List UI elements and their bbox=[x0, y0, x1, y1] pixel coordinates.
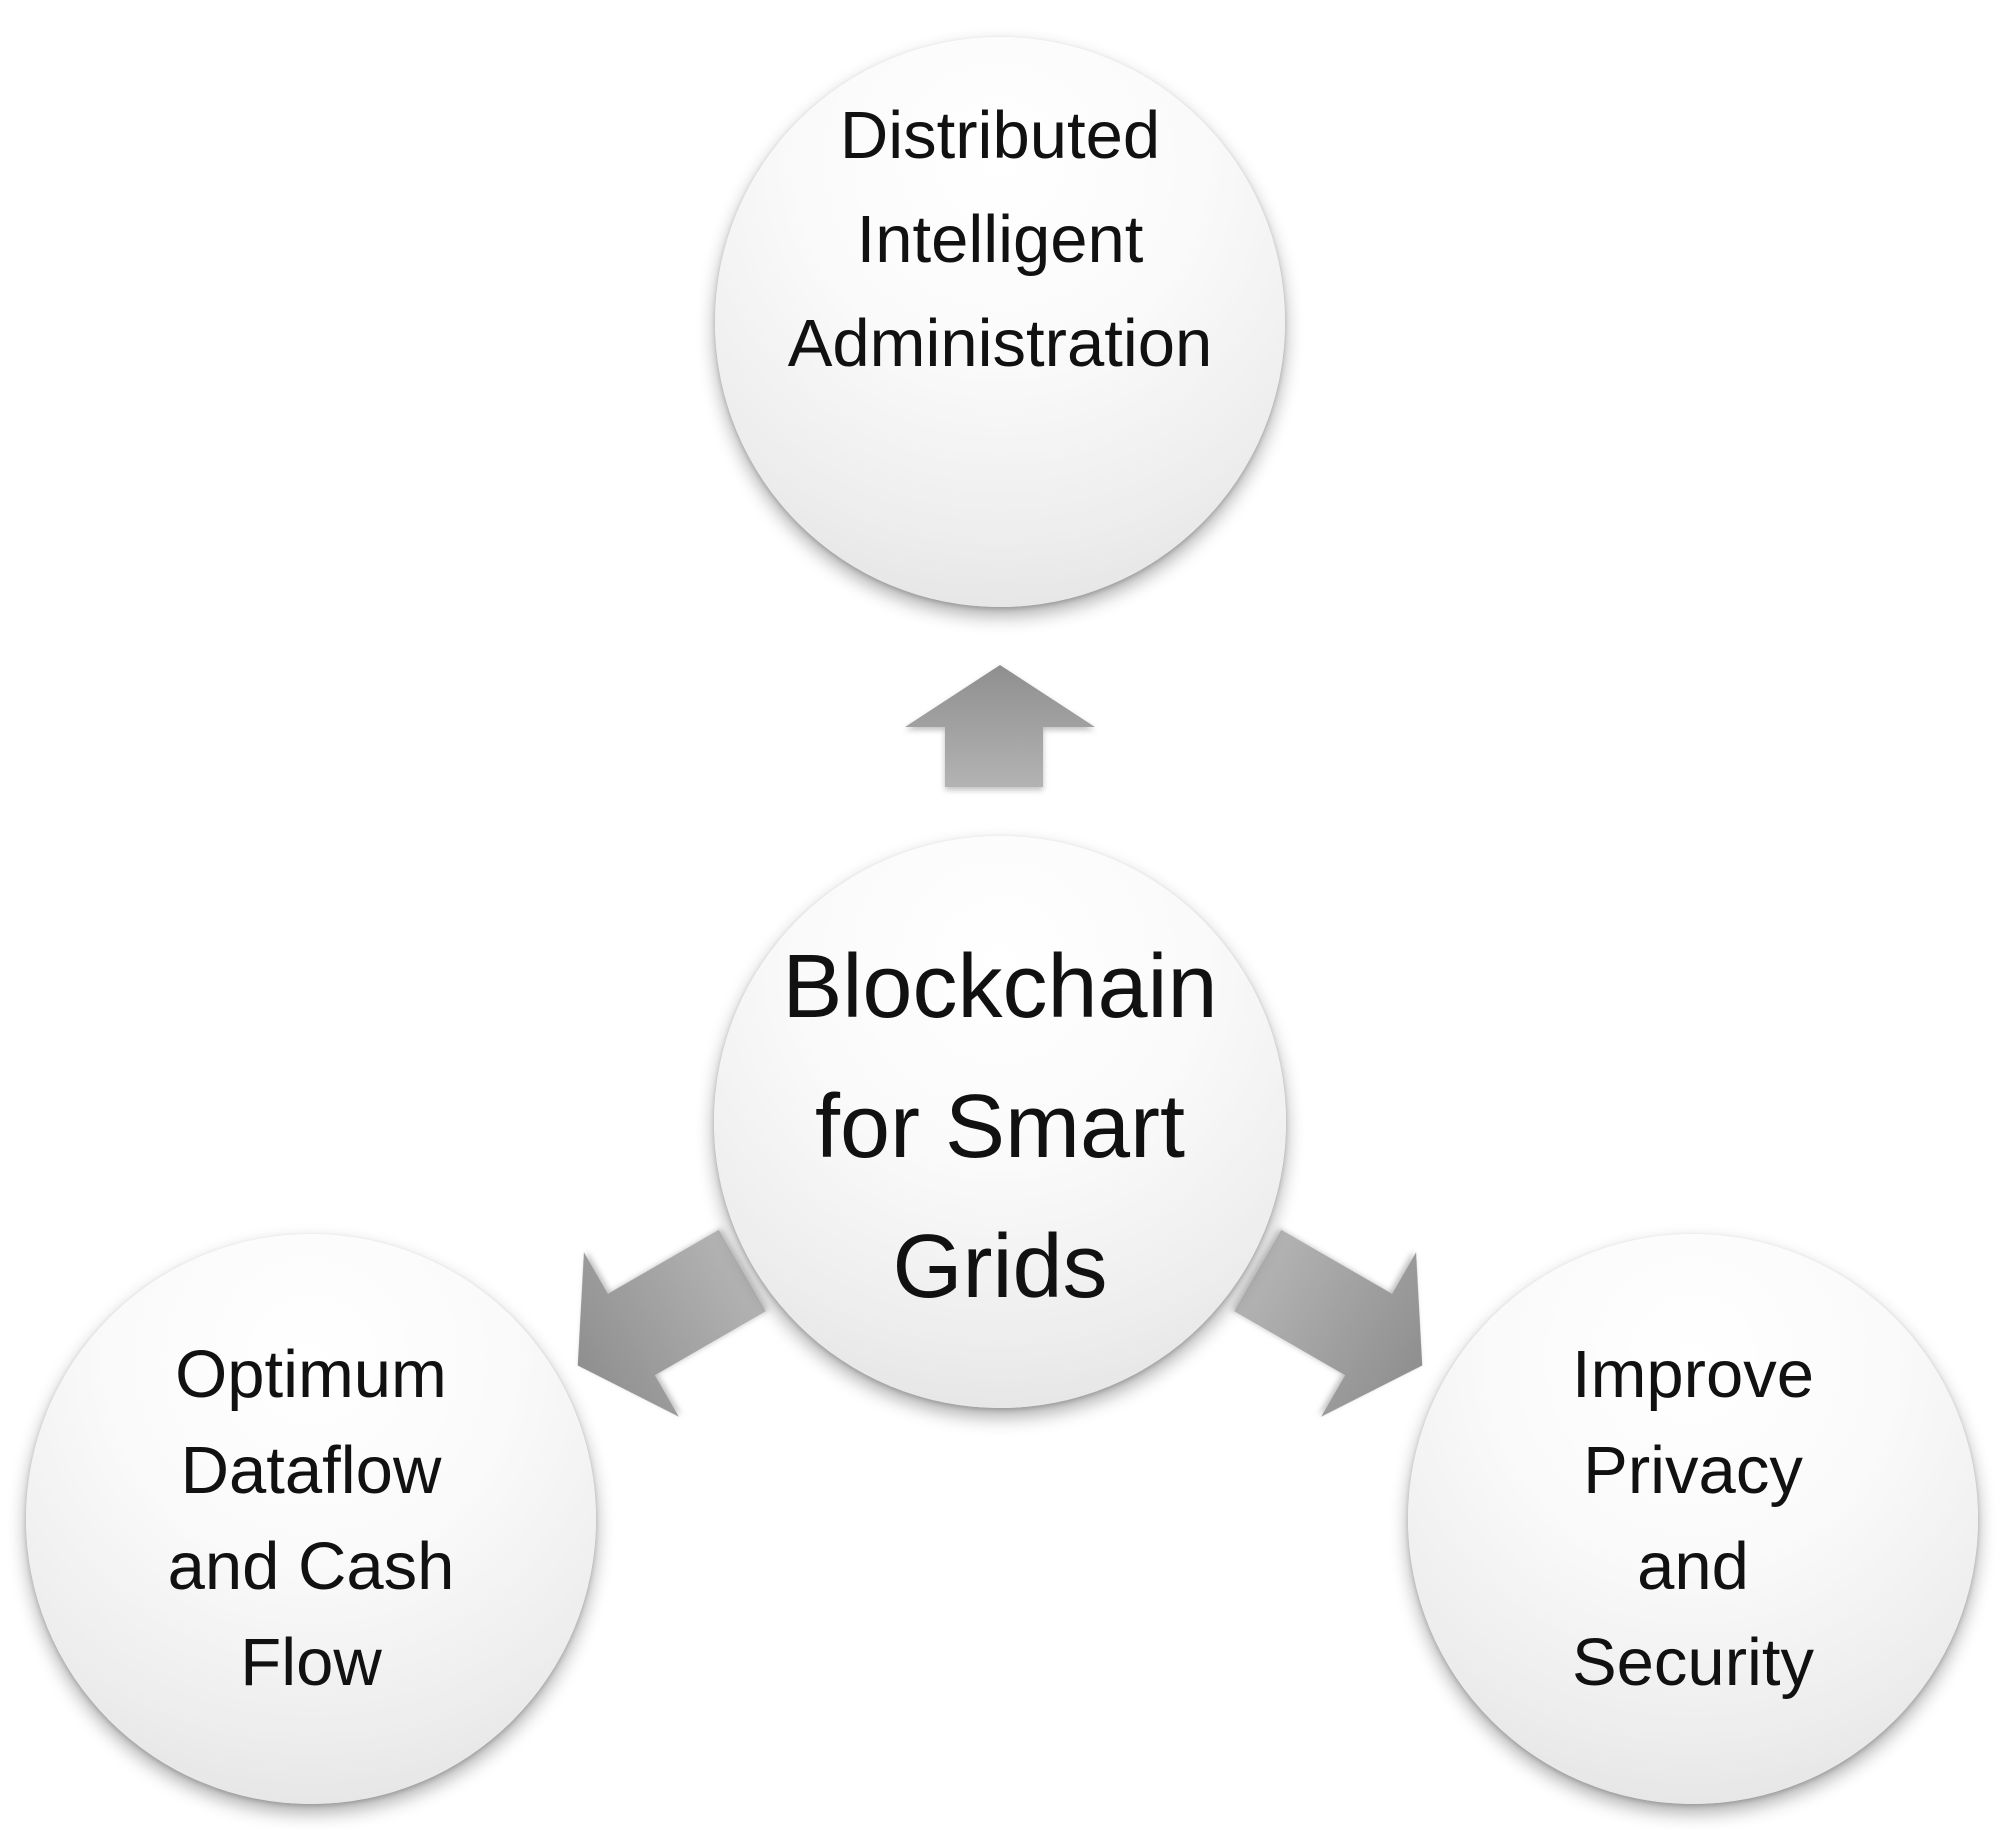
block-arrow-icon bbox=[1234, 1229, 1423, 1417]
node-label: Improve Privacy and Security bbox=[1571, 1337, 1815, 1700]
arrow-left-to-dataflow bbox=[577, 1229, 766, 1417]
node-distributed-administration: Distributed Intelligent Administration bbox=[715, 37, 1285, 607]
node-blockchain-center: Blockchain for Smart Grids bbox=[714, 836, 1286, 1408]
arrow-up-to-administration bbox=[905, 665, 1095, 787]
node-label: Distributed Intelligent Administration bbox=[787, 97, 1213, 381]
node-optimum-dataflow: Optimum Dataflow and Cash Flow bbox=[26, 1234, 596, 1804]
node-privacy-security: Improve Privacy and Security bbox=[1408, 1234, 1978, 1804]
arrow-right-to-security bbox=[1234, 1229, 1423, 1417]
block-arrow-icon bbox=[905, 665, 1095, 787]
center-label: Blockchain for Smart Grids bbox=[782, 937, 1218, 1317]
node-label: Optimum Dataflow and Cash Flow bbox=[167, 1337, 455, 1700]
block-arrow-icon bbox=[577, 1229, 766, 1417]
